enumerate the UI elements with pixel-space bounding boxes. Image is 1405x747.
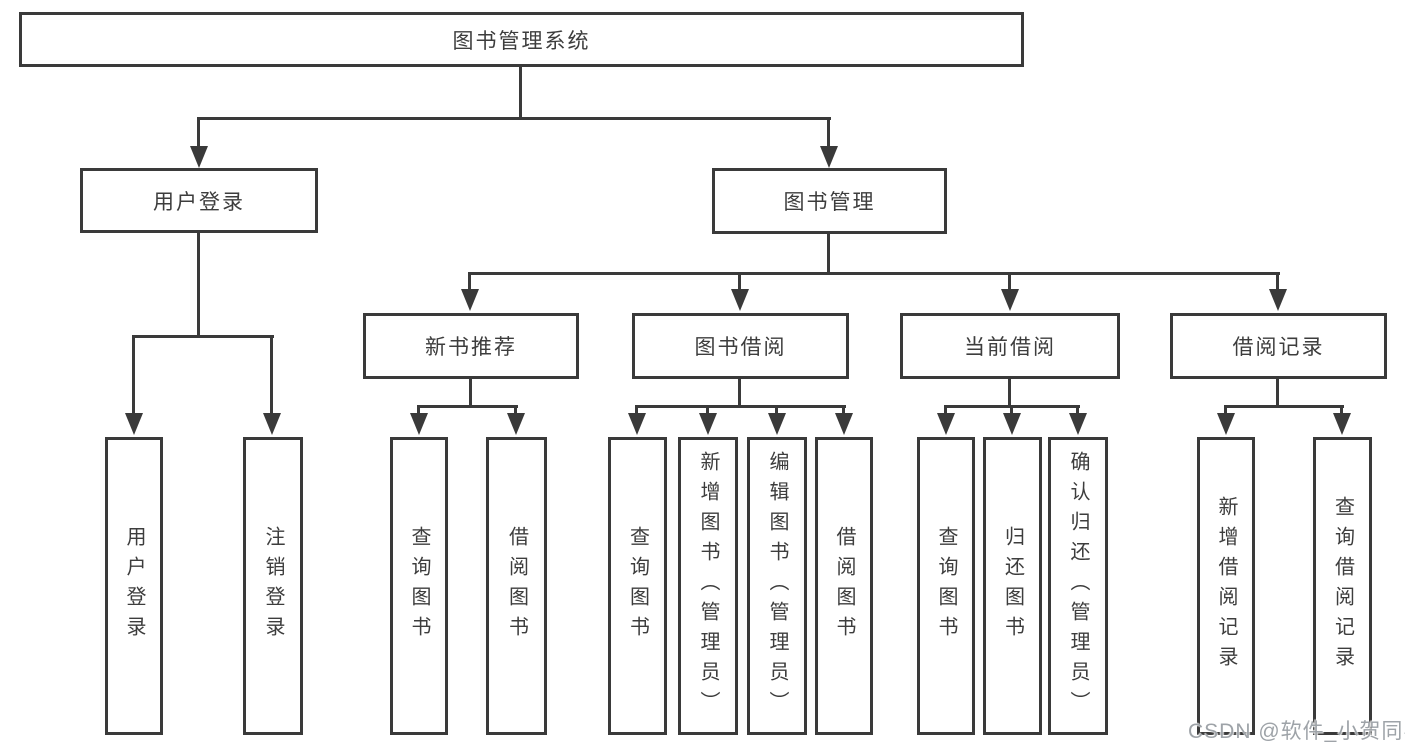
node-label: 用户登录 bbox=[153, 190, 245, 214]
leaf-label: 查询图书 bbox=[408, 526, 430, 646]
node-label: 图书管理系统 bbox=[452, 29, 591, 53]
node-current-borrow: 当前借阅 bbox=[900, 313, 1120, 379]
connector-book-management-stem bbox=[827, 234, 830, 275]
arrow-to-leaf-query-book-2 bbox=[628, 405, 646, 435]
connector-root-stem bbox=[519, 67, 522, 118]
csdn-watermark: CSDN @软件_小贺同学 bbox=[1188, 720, 1405, 743]
leaf-label: 借阅图书 bbox=[833, 526, 855, 646]
leaf-user-login: 用户登录 bbox=[105, 437, 163, 735]
arrow-to-leaf-logout bbox=[263, 335, 281, 435]
arrow-to-leaf-add-record bbox=[1217, 405, 1235, 435]
connector-new-book-stem bbox=[469, 379, 472, 407]
connector-root-branch bbox=[197, 117, 831, 120]
arrow-to-borrow-record bbox=[1269, 272, 1287, 311]
arrow-to-leaf-confirm-return bbox=[1069, 405, 1087, 435]
leaf-label: 确认归还（管理员） bbox=[1067, 451, 1089, 721]
node-book-borrow: 图书借阅 bbox=[632, 313, 849, 379]
arrow-to-book-borrow bbox=[731, 272, 749, 311]
leaf-query-borrow-record: 查询借阅记录 bbox=[1313, 437, 1372, 735]
connector-user-login-stem bbox=[197, 233, 200, 337]
arrow-to-new-book-recommend bbox=[461, 272, 479, 311]
leaf-label: 新增图书（管理员） bbox=[697, 451, 719, 721]
connector-borrow-record-branch bbox=[1224, 405, 1344, 408]
node-label: 借阅记录 bbox=[1232, 336, 1325, 359]
leaf-label: 新增借阅记录 bbox=[1215, 496, 1237, 676]
arrow-to-leaf-query-book-3 bbox=[937, 405, 955, 435]
leaf-add-borrow-record: 新增借阅记录 bbox=[1197, 437, 1255, 735]
node-label: 图书借阅 bbox=[694, 336, 787, 359]
connector-book-borrow-branch bbox=[635, 405, 846, 408]
node-label: 当前借阅 bbox=[964, 336, 1056, 359]
leaf-label: 归还图书 bbox=[1001, 526, 1024, 646]
leaf-logout: 注销登录 bbox=[243, 437, 303, 735]
leaf-label: 用户登录 bbox=[123, 526, 145, 646]
leaf-label: 查询图书 bbox=[626, 526, 649, 646]
connector-new-book-branch bbox=[417, 405, 518, 408]
connector-user-login-branch bbox=[132, 335, 274, 338]
arrow-to-leaf-edit-book bbox=[768, 405, 786, 435]
arrow-to-leaf-borrow-book-1 bbox=[507, 405, 525, 435]
leaf-edit-book-admin: 编辑图书（管理员） bbox=[747, 437, 807, 735]
leaf-add-book-admin: 新增图书（管理员） bbox=[678, 437, 738, 735]
node-label: 图书管理 bbox=[783, 191, 876, 214]
arrow-to-leaf-query-record bbox=[1333, 405, 1351, 435]
node-borrow-record: 借阅记录 bbox=[1170, 313, 1387, 379]
arrow-to-leaf-query-book-1 bbox=[410, 405, 428, 435]
node-book-management: 图书管理 bbox=[712, 168, 947, 234]
leaf-borrow-book-2: 借阅图书 bbox=[815, 437, 873, 735]
leaf-label: 查询借阅记录 bbox=[1331, 496, 1354, 676]
arrow-to-user-login bbox=[190, 117, 208, 168]
leaf-return-book: 归还图书 bbox=[983, 437, 1042, 735]
leaf-borrow-book-1: 借阅图书 bbox=[486, 437, 547, 735]
leaf-label: 编辑图书（管理员） bbox=[766, 451, 788, 721]
node-library-management-system: 图书管理系统 bbox=[19, 12, 1024, 67]
leaf-confirm-return-admin: 确认归还（管理员） bbox=[1048, 437, 1108, 735]
arrow-to-leaf-return-book bbox=[1003, 405, 1021, 435]
connector-book-management-branch bbox=[468, 272, 1280, 275]
node-new-book-recommend: 新书推荐 bbox=[363, 313, 579, 379]
leaf-label: 借阅图书 bbox=[505, 526, 528, 646]
arrow-to-book-management bbox=[820, 117, 838, 168]
connector-borrow-record-stem bbox=[1276, 379, 1279, 407]
node-user-login: 用户登录 bbox=[80, 168, 318, 233]
node-label: 新书推荐 bbox=[425, 336, 517, 359]
leaf-label: 查询图书 bbox=[935, 526, 957, 646]
arrow-to-leaf-add-book bbox=[699, 405, 717, 435]
connector-current-borrow-stem bbox=[1008, 379, 1011, 407]
leaf-query-book-2: 查询图书 bbox=[608, 437, 667, 735]
leaf-query-book-3: 查询图书 bbox=[917, 437, 975, 735]
connector-book-borrow-stem bbox=[738, 379, 741, 407]
leaf-query-book-1: 查询图书 bbox=[390, 437, 448, 735]
arrow-to-leaf-user-login bbox=[125, 335, 143, 435]
leaf-label: 注销登录 bbox=[262, 526, 284, 646]
arrow-to-leaf-borrow-book-2 bbox=[835, 405, 853, 435]
arrow-to-current-borrow bbox=[1001, 272, 1019, 311]
